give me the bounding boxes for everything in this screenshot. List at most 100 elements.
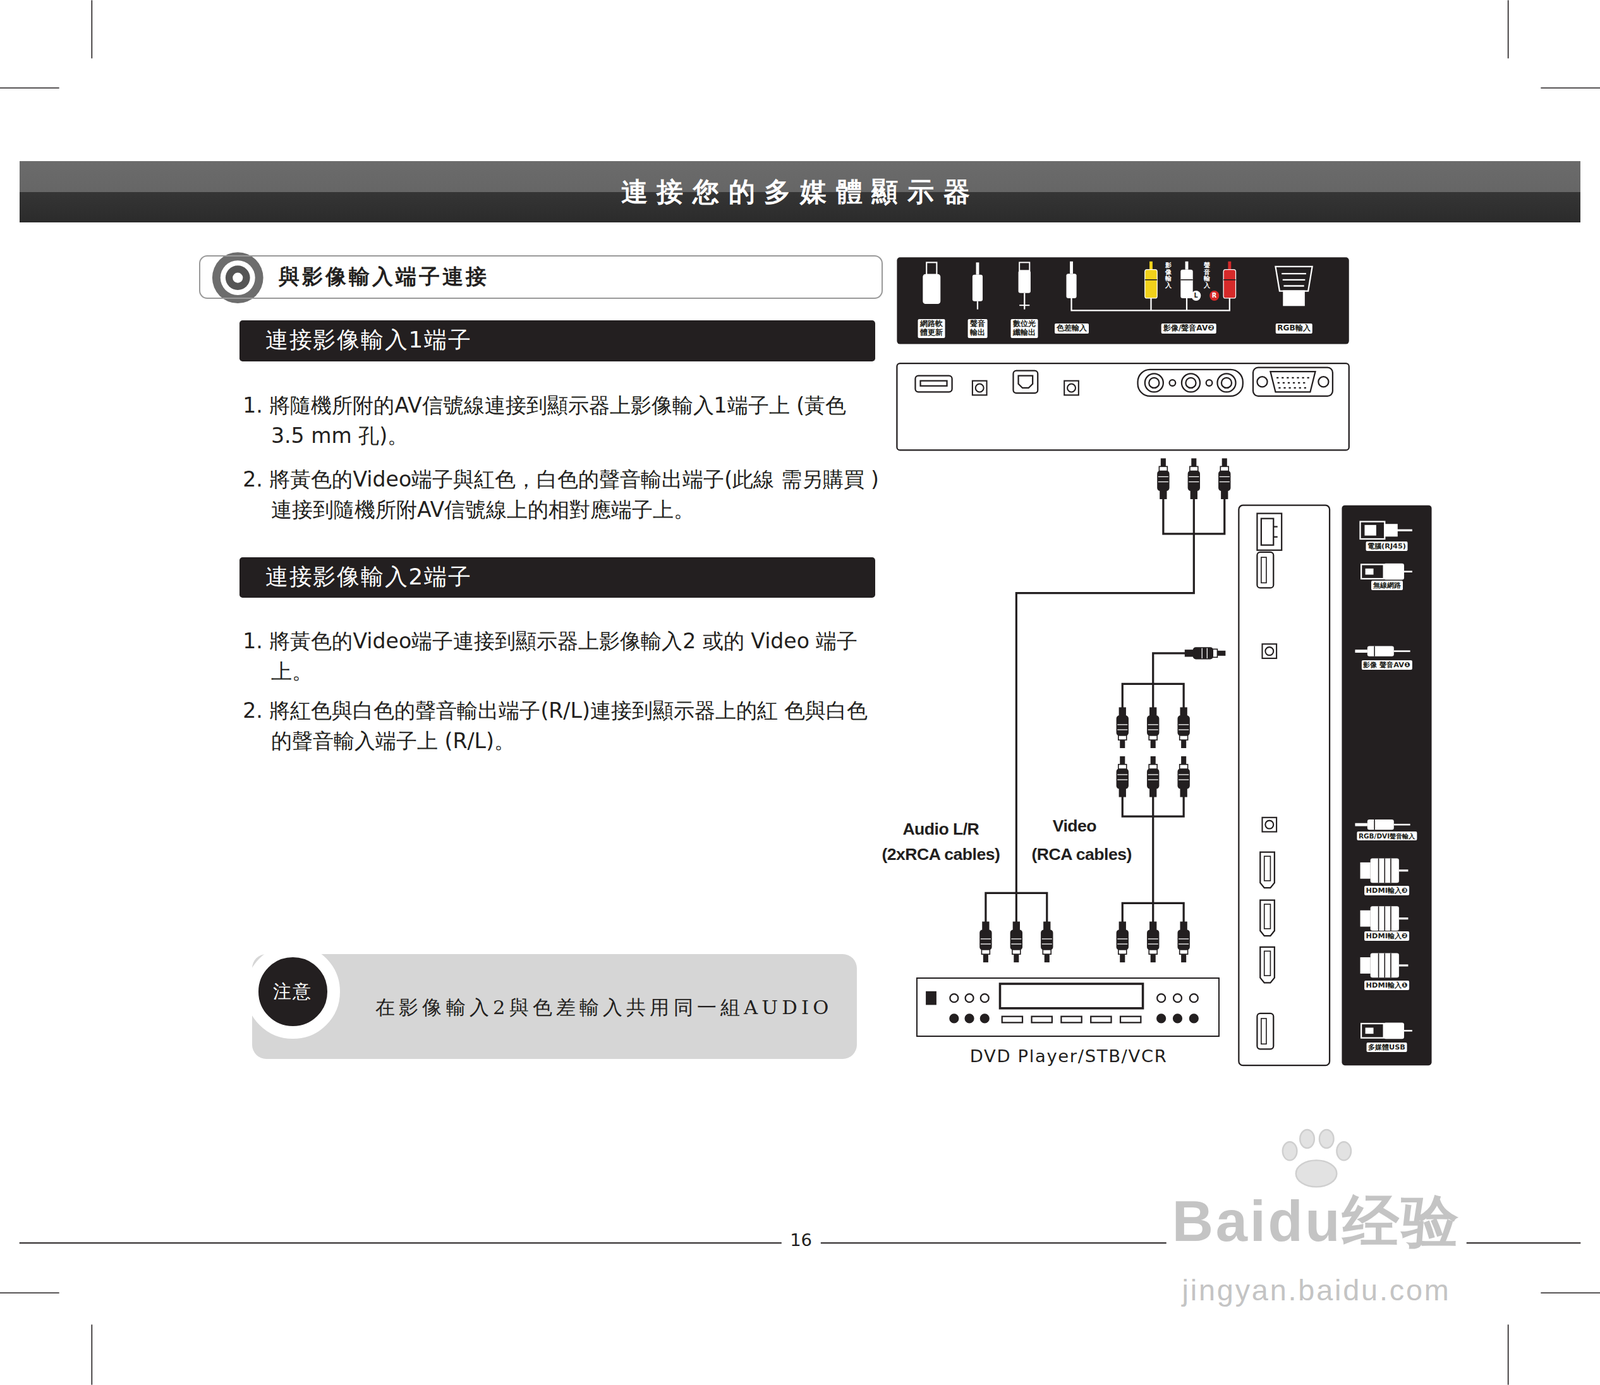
crop-marks (91, 1324, 93, 1385)
crop-marks (91, 0, 93, 59)
rear-jack-panel (1206, 379, 1213, 387)
dvd-front-details (1189, 1014, 1199, 1023)
subsection-band: 連接影像輸入1端子 (239, 320, 876, 362)
rear-jack-panel (1145, 373, 1164, 392)
side-legend-panel (1341, 505, 1432, 1067)
side-jack-panel (1256, 1013, 1274, 1050)
channel-mark: R (1209, 290, 1220, 301)
audio-cable (980, 922, 991, 962)
port-label: 網路軟體更新 (918, 319, 946, 339)
port-label: 影像/聲音AV❷ (1161, 323, 1217, 334)
subsection-title: 連接影像輸入1端子 (265, 325, 473, 356)
video-cable (1117, 757, 1128, 797)
dvd-player: DVD Player/STB/VCR (916, 977, 1220, 1037)
section-icon (232, 272, 243, 284)
video-cable (1153, 653, 1187, 684)
audio-plug-icon (972, 262, 983, 310)
rca-yellow (1145, 279, 1158, 281)
rj45-plug-icon (1397, 529, 1413, 532)
shared-audio-wire (1071, 298, 1230, 311)
dvd-front-details (949, 993, 958, 1003)
title-band: 連接您的多媒體顯示器 (19, 161, 1582, 223)
dvd-front-details (980, 993, 989, 1003)
section-icon (212, 252, 264, 304)
video-cable (1117, 648, 1225, 962)
video-cable (1148, 708, 1159, 747)
section-icon (225, 265, 251, 291)
port-label: 影像 聲音AV❶ (1361, 660, 1412, 670)
component-plug-icon (1066, 261, 1077, 299)
rca-red (1227, 261, 1231, 270)
crop-marks (1507, 0, 1510, 59)
subsection-band: 連接影像輸入2端子 (239, 557, 876, 599)
side-legend-panel (1360, 858, 1409, 883)
rear-jack-panel (1012, 370, 1038, 394)
component-plug-icon (1066, 273, 1077, 299)
vga-plug-icon (1281, 272, 1307, 275)
side-legend-panel (1360, 906, 1409, 931)
port-label: 電腦(RJ45) (1365, 541, 1408, 552)
side-jack-panel (1260, 947, 1275, 984)
port-label: 色差輸入 (1054, 323, 1089, 334)
audio-cable (985, 892, 1048, 923)
rear-jack-panel (1318, 376, 1329, 387)
rear-jack-panel (1148, 377, 1159, 388)
page-number: 16 (781, 1230, 821, 1250)
usb-stick-icon (923, 274, 940, 304)
side-legend-panel (1354, 646, 1410, 657)
audio-cable (1219, 459, 1230, 498)
watermark: jingyan.baidu.com (1179, 1275, 1454, 1307)
video-cable (1185, 648, 1225, 659)
crop-marks (0, 87, 60, 89)
watermark-paw (1299, 1129, 1315, 1149)
video-cable (1151, 816, 1154, 904)
vertical-port-label: 影像輸入 (1165, 262, 1172, 290)
dvd-front-details (1157, 993, 1166, 1003)
side-jack-panel (1256, 552, 1274, 589)
rca-white (1180, 279, 1193, 281)
audio-cable (1042, 922, 1053, 962)
cable-label: (2xRCA cables) (878, 844, 1003, 865)
video-cable (1151, 683, 1154, 709)
dvd-front-details (1002, 1016, 1023, 1024)
dvd-front-details (1120, 1016, 1141, 1024)
video-cable (1151, 796, 1154, 817)
top-legend-panel (1186, 298, 1188, 311)
rear-jack-panel (1270, 371, 1316, 392)
watermark-paw (1282, 1129, 1352, 1187)
subsection-title: 連接影像輸入2端子 (265, 562, 473, 593)
vga-plug-icon (1283, 284, 1304, 287)
top-legend-panel (1150, 298, 1152, 311)
instruction-step: 1. 將隨機所附的AV信號線連接到顯示器上影像輸入1端子上 (黃色 3.5 mm… (242, 390, 881, 452)
vga-plug-icon (1275, 266, 1312, 306)
side-jack-panel (1262, 817, 1278, 833)
audio-cable (1016, 533, 1194, 893)
side-jack-panel (1273, 536, 1278, 538)
port-label: 多媒體USB (1366, 1042, 1408, 1053)
audio-cable (1011, 922, 1022, 962)
dvd-front-details (1000, 983, 1144, 1009)
rear-jack-panel (1185, 377, 1196, 388)
section-header: 與影像輸入端子連接 (199, 255, 883, 299)
rear-jack-panel (896, 363, 1349, 450)
dvd-front-details (926, 992, 936, 1005)
section-title: 與影像輸入端子連接 (278, 262, 490, 292)
cable-label: (RCA cables) (1029, 844, 1135, 865)
rear-jack-panel (1181, 373, 1200, 392)
rca-white (1185, 261, 1189, 270)
rear-jack-panel (1221, 377, 1232, 388)
rear-jack-panel (896, 363, 1349, 450)
side-legend-panel (1354, 819, 1410, 830)
side-panel-legend: 電腦(RJ45)無線網路影像 聲音AV❶RGB/DVI聲音輸入HDMI輸入❸HD… (1341, 504, 1432, 1066)
dvd-front-details (926, 983, 1199, 1023)
rca-yellow (1145, 261, 1158, 299)
side-jack-panel (1260, 900, 1275, 937)
side-legend-panel (1360, 953, 1409, 979)
watermark-paw (1296, 1160, 1338, 1187)
note-box: 在影像輸入2與色差輸入共用同一組AUDIO注意 (252, 954, 858, 1060)
optical-plug-icon (1018, 262, 1031, 310)
top-legend-panel (896, 257, 1349, 344)
rj45-plug-icon (1360, 521, 1413, 540)
watermark-paw (1336, 1141, 1352, 1161)
